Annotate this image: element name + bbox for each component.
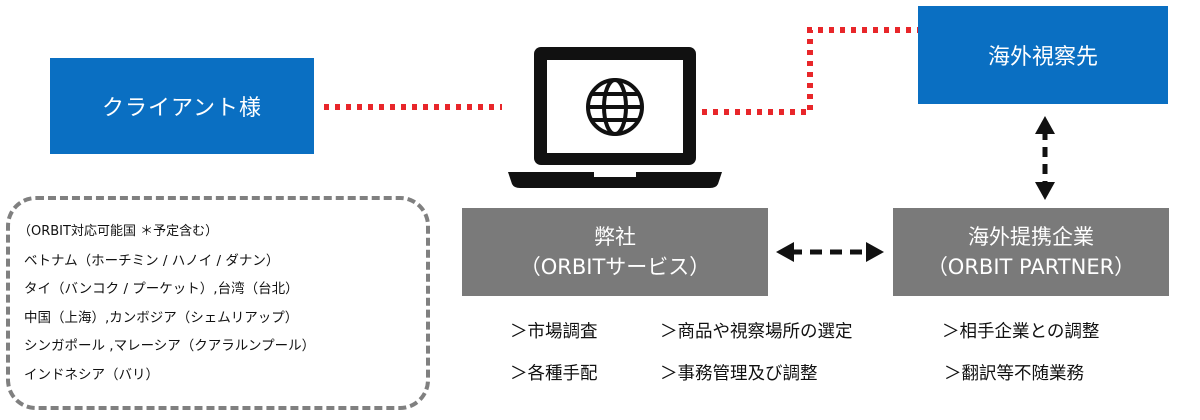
partner-destination-arrow	[1035, 116, 1055, 200]
destination-box: 海外視察先	[918, 6, 1168, 104]
laptop-destination-link	[702, 27, 918, 115]
country-row: シンガポール ,マレーシア（クアラルンプール）	[24, 338, 316, 354]
laptop-globe-icon	[508, 47, 722, 188]
company-label: 弊社	[594, 224, 636, 249]
globe-icon	[586, 78, 644, 136]
partner-box: 海外提携企業 （ORBIT PARTNER）	[893, 208, 1169, 296]
service-item: ＞商品や視察場所の選定	[660, 322, 853, 342]
service-item: ＞市場調査	[510, 322, 598, 342]
service-item: ＞相手企業との調整	[942, 322, 1100, 342]
company-partner-arrow	[776, 242, 884, 262]
country-row: タイ（バンコク / プーケット）,台湾（台北）	[24, 281, 299, 297]
destination-label: 海外視察先	[987, 45, 1098, 70]
service-item: ＞事務管理及び調整	[660, 364, 818, 384]
service-item: ＞翻訳等不随業務	[944, 364, 1084, 384]
partner-label: 海外提携企業	[968, 224, 1094, 249]
countries-header: （ORBIT対応可能国 ＊予定含む）	[18, 224, 219, 239]
company-sublabel: （ORBITサービス）	[519, 255, 711, 279]
company-box: 弊社 （ORBITサービス）	[462, 208, 768, 296]
country-row: 中国（上海）,カンボジア（シェムリアップ）	[24, 309, 299, 326]
partner-sublabel: （ORBIT PARTNER）	[926, 255, 1136, 279]
country-row: インドネシア（バリ）	[24, 366, 159, 383]
country-row: ベトナム（ホーチミン / ハノイ / ダナン）	[24, 252, 280, 269]
client-box: クライアント様	[50, 58, 314, 154]
service-item: ＞各種手配	[510, 364, 598, 384]
client-label: クライアント様	[101, 96, 263, 121]
countries-panel: （ORBIT対応可能国 ＊予定含む） ベトナム（ホーチミン / ハノイ / ダナ…	[6, 196, 430, 410]
